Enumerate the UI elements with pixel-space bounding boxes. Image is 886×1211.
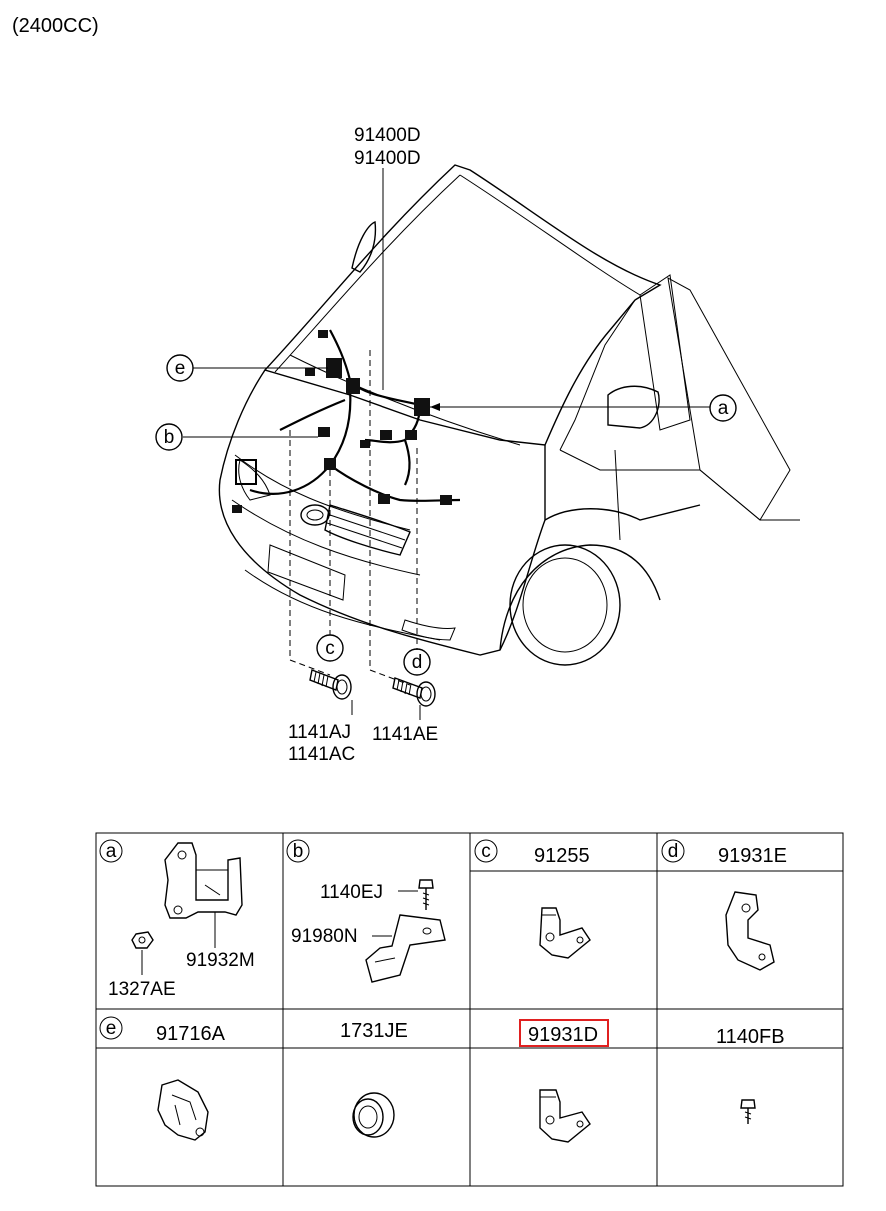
leader-lines [183, 168, 710, 720]
svg-text:b: b [164, 427, 175, 448]
part-label-1327ae: 1327AE [108, 979, 176, 1000]
bracket-91931d-icon [539, 1089, 591, 1143]
part-label-91932m: 91932M [186, 950, 255, 971]
part-header-1140fb: 1140FB [716, 1026, 785, 1048]
nut-1327ae-icon [131, 931, 154, 949]
wiring-harness [232, 329, 461, 513]
bolt-1141ae-icon [392, 677, 436, 707]
grommet-1731je-icon [352, 1092, 395, 1138]
table-cell-e[interactable]: e 91716A [99, 1016, 226, 1141]
table-cell-d[interactable]: d 91931E [661, 839, 787, 971]
highlight-box [519, 1019, 609, 1047]
svg-text:c: c [481, 841, 491, 862]
connector-91716a-icon [157, 1079, 209, 1141]
svg-text:e: e [175, 358, 186, 379]
part-header-91716a: 91716A [156, 1023, 226, 1045]
parts-table [95, 832, 844, 1187]
table-cell-f[interactable]: 1731JE [340, 1020, 408, 1138]
bracket-91980n-icon [365, 914, 446, 983]
table-cell-a[interactable]: a 91932M 1327AE [99, 839, 255, 1000]
table-cell-g[interactable]: 91931D [519, 1019, 609, 1143]
table-cell-h[interactable]: 1140FB [716, 1026, 785, 1124]
table-cell-c[interactable]: c 91255 [474, 839, 591, 959]
callout-b[interactable]: b [155, 423, 183, 451]
harness-part-label-1: 91400D [354, 125, 421, 146]
part-header-91931e: 91931E [718, 845, 787, 867]
callout-d[interactable]: d [403, 648, 431, 676]
bolt-label-1141ae: 1141AE [372, 724, 438, 745]
bolt-label-1141ac: 1141AC [288, 744, 355, 765]
callout-c[interactable]: c [316, 634, 344, 662]
bolt-1140ej-icon [418, 879, 434, 910]
vehicle-drawing [218, 164, 800, 666]
bolt-label-1141aj: 1141AJ [288, 722, 351, 743]
callout-e[interactable]: e [166, 354, 194, 382]
part-header-1731je: 1731JE [340, 1020, 408, 1042]
table-cell-b[interactable]: b 1140EJ 91980N [286, 839, 446, 983]
svg-text:c: c [325, 638, 335, 659]
bolt-1141aj-icon [309, 669, 352, 700]
harness-part-label-2: 91400D [354, 148, 421, 169]
svg-text:d: d [668, 841, 679, 862]
bracket-91932m-icon [164, 842, 243, 919]
part-label-1140ej: 1140EJ [320, 882, 383, 903]
callout-a[interactable]: a [709, 394, 737, 422]
part-header-91255: 91255 [534, 845, 590, 867]
svg-text:a: a [106, 841, 117, 862]
svg-text:e: e [106, 1018, 117, 1039]
bracket-91255-icon [539, 907, 591, 959]
part-label-91980n: 91980N [291, 926, 358, 947]
svg-text:a: a [718, 398, 729, 419]
screw-1140fb-icon [740, 1099, 756, 1124]
engine-label: (2400CC) [12, 15, 99, 37]
svg-text:b: b [293, 841, 304, 862]
bracket-91931e-icon [725, 891, 775, 971]
part-header-91931d: 91931D [528, 1024, 598, 1046]
svg-text:d: d [412, 652, 423, 673]
